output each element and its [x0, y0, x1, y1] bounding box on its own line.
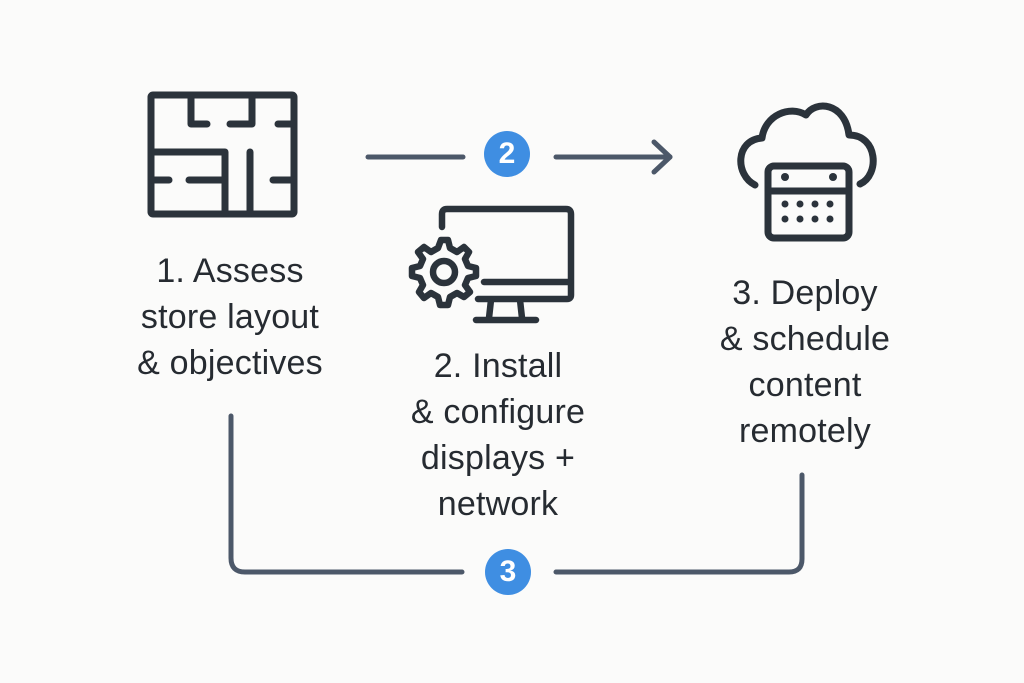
step-2-label: 2. Install & configure displays + networ… — [378, 343, 618, 527]
loop-connector — [228, 413, 805, 575]
step-3-label: 3. Deploy & schedule content remotely — [685, 270, 925, 454]
arrow-head-icon — [651, 139, 673, 175]
step-2-line-2: & configure — [410, 393, 586, 431]
step-3-line-4: remotely — [739, 412, 871, 450]
step-2-line-3: displays + — [420, 439, 576, 477]
calendar-dots — [781, 173, 837, 223]
step-2-line-4: network — [437, 485, 559, 523]
step-1-line-3: & objectives — [137, 344, 323, 382]
step-1-line-1: 1. Assess — [156, 252, 304, 290]
step-3-line-1: 3. Deploy — [732, 274, 878, 312]
step-3-line-2: & schedule — [719, 320, 891, 358]
step-badge-2: 2 — [484, 131, 530, 177]
cloud-calendar-icon — [737, 102, 877, 242]
monitor-gear-icon — [408, 205, 575, 324]
arrow-connector — [365, 139, 673, 175]
step-3-line-3: content — [748, 366, 862, 404]
step-badge-3: 3 — [485, 549, 531, 595]
loop-line-right — [553, 472, 805, 575]
step-1-label: 1. Assess store layout & objectives — [110, 248, 350, 386]
loop-line-left — [228, 413, 465, 575]
step-1-line-2: store layout — [140, 298, 320, 336]
step-2-line-1: 2. Install — [433, 347, 563, 385]
floor-plan-icon — [147, 91, 298, 218]
